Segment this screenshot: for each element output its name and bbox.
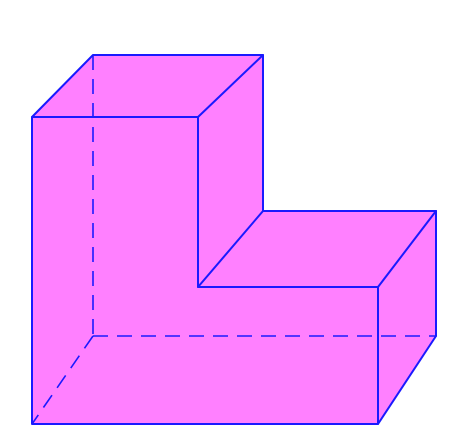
inner-step-diagonal-edge: [197, 210, 264, 288]
hidden-edges: [31, 55, 436, 425]
step-top-face: [198, 211, 436, 287]
top-back-edges: [31, 54, 264, 118]
hidden-bottom-left-diagonal-edge: [31, 335, 94, 425]
top-face-tall-part: [32, 55, 263, 117]
step-right-diagonal-edge: [377, 210, 437, 288]
front-face: [32, 117, 378, 424]
right-side-face: [378, 211, 436, 424]
visible-edges: [31, 54, 437, 425]
bottom-right-diagonal-edge: [377, 335, 437, 425]
prism-faces: [32, 55, 436, 424]
